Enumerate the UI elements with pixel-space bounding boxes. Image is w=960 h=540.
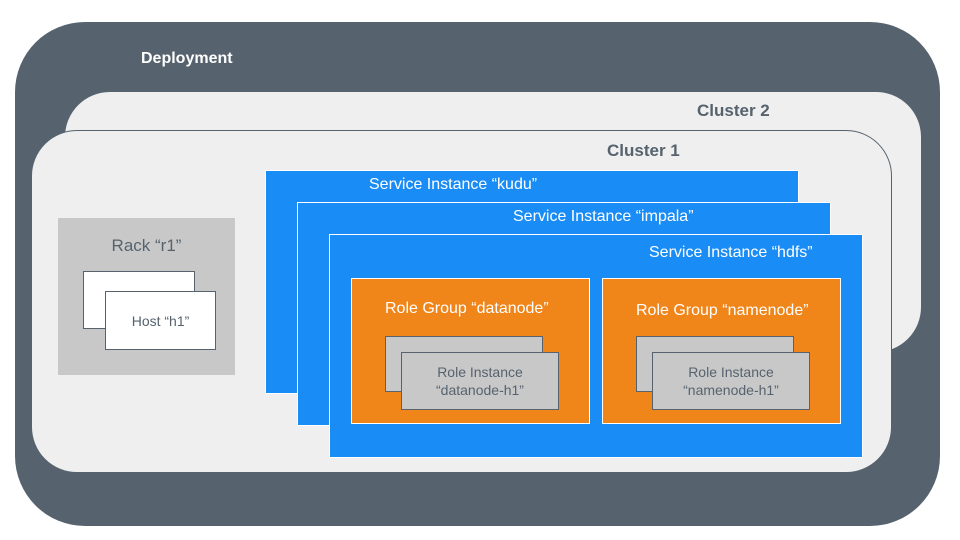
role-instance-datanode-h1: Role Instance “datanode-h1” (401, 352, 559, 410)
role-instance-name: “namenode-h1” (683, 382, 779, 398)
service-impala-label: Service Instance “impala” (513, 208, 694, 225)
service-kudu-label: Service Instance “kudu” (369, 176, 538, 193)
role-instance-title: Role Instance (688, 364, 774, 380)
role-group-namenode-label: Role Group “namenode” (636, 302, 809, 319)
role-instance-namenode-h1: Role Instance “namenode-h1” (652, 352, 810, 410)
deployment-label: Deployment (141, 50, 233, 67)
service-hdfs-label: Service Instance “hdfs” (649, 244, 813, 261)
cluster-2-label: Cluster 2 (697, 101, 770, 120)
cluster-1-label: Cluster 1 (607, 141, 680, 160)
host-label: Host “h1” (131, 312, 190, 329)
role-instance-name: “datanode-h1” (436, 382, 524, 398)
host-h1: Host “h1” (105, 291, 216, 350)
role-group-datanode-label: Role Group “datanode” (385, 300, 549, 317)
rack-label: Rack “r1” (111, 236, 182, 255)
role-instance-title: Role Instance (437, 364, 523, 380)
